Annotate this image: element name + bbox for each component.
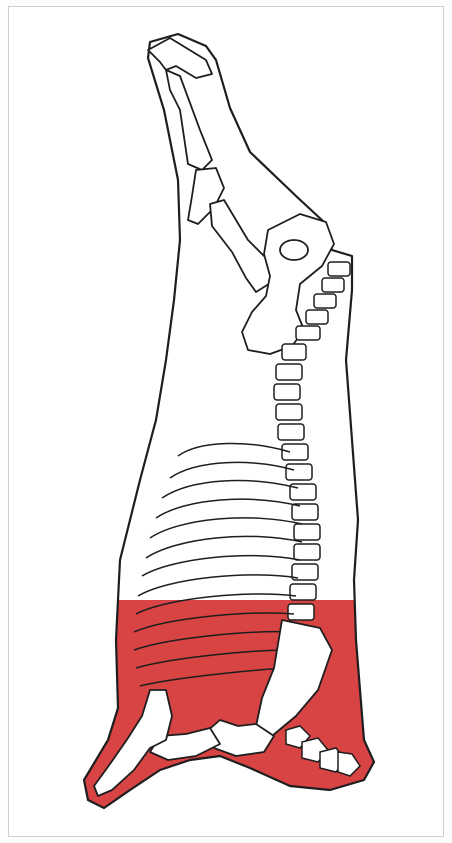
hind-leg-bones [148,38,272,292]
femur-bone [210,200,272,292]
